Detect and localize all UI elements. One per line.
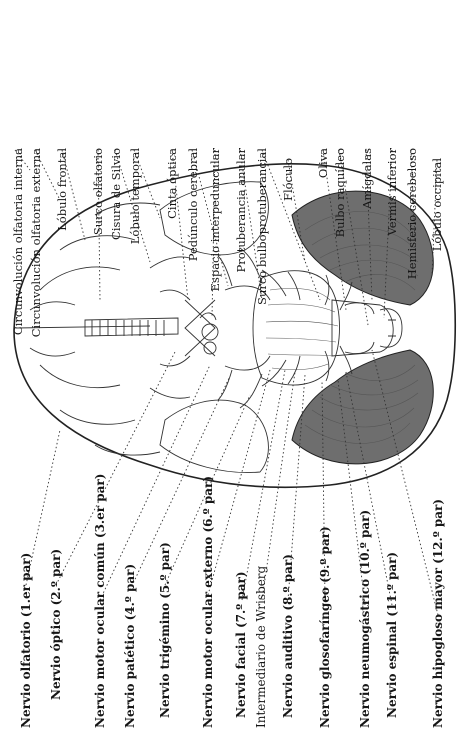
label-nervio-facial: Nervio facial (7.º par) bbox=[234, 571, 248, 718]
label-protuberancia-anular: Protuberancia anular bbox=[234, 148, 248, 273]
label-surco-bulboprotuberancial: Surco bulboprotuberancial bbox=[255, 148, 269, 305]
label-lobulo-occipital: Lóbulo occipital bbox=[430, 158, 444, 252]
label-nervio-motor-ocular-externo: Nervio motor ocular externo (6.º par) bbox=[201, 476, 215, 728]
label-bulbo-raquideo: Bulbo raquídeo bbox=[333, 148, 347, 237]
label-nervio-trigemino: Nervio trigémino (5.º par) bbox=[158, 542, 172, 718]
olives bbox=[345, 303, 374, 354]
label-oliva: Oliva bbox=[316, 148, 330, 178]
label-espacio-interpeduncular: Espacio interpeduncular bbox=[208, 148, 222, 292]
label-hemisferio-cerebeloso: Hemisferio cerebeloso bbox=[405, 148, 419, 279]
bottom-labels: Nervio olfatorio (1.er par) Nervio óptic… bbox=[19, 474, 445, 728]
label-nervio-neumogastrico: Nervio neumogástrico (10.º par) bbox=[358, 510, 372, 728]
label-nervio-glosofaringeo: Nervio glosofaríngeo (9.º par) bbox=[318, 526, 332, 728]
label-nervio-motor-ocular-comun: Nervio motor ocular común (3.er par) bbox=[93, 474, 107, 728]
label-lobulo-temporal: Lóbulo temporal bbox=[128, 148, 142, 245]
label-nervio-espinal: Nervio espinal (11.º par) bbox=[385, 552, 399, 718]
label-floculo: Flóculo bbox=[281, 158, 295, 201]
label-intermediario-de-wrisberg: Intermediario de Wrisberg bbox=[254, 565, 268, 728]
label-nervio-optico: Nervio óptico (2.º par) bbox=[49, 549, 63, 700]
label-pedunculo-cerebral: Pedúnculo cerebral bbox=[186, 148, 200, 262]
mammillary-body bbox=[202, 324, 218, 340]
label-amigdalas: Amígdalas bbox=[360, 148, 374, 210]
label-surco-olfatorio: Surco olfatorio bbox=[91, 148, 105, 235]
label-cisura-de-silvio: Cisura de Silvio bbox=[109, 148, 123, 240]
cerebellum-lower-hemisphere bbox=[292, 350, 433, 464]
optic-chiasm bbox=[185, 300, 216, 356]
label-circunvolucion-olfatoria-externa: Circunvolución olfatoria externa bbox=[29, 148, 43, 337]
label-lobulo-frontal: Lóbulo frontal bbox=[55, 148, 69, 231]
label-nervio-hipogloso-mayor: Nervio hipogloso mayor (12.º par) bbox=[431, 499, 445, 728]
label-circunvolucion-olfatoria-interna: Circunvolución olfatoria interna bbox=[11, 148, 25, 335]
label-cinta-optica: Cinta óptica bbox=[165, 148, 179, 219]
label-nervio-patetico: Nervio patético (4.º par) bbox=[123, 564, 137, 728]
label-nervio-olfatorio: Nervio olfatorio (1.er par) bbox=[19, 553, 33, 728]
label-vermis-inferior: Vermis inferior bbox=[385, 148, 399, 237]
label-nervio-auditivo: Nervio auditivo (8.º par) bbox=[281, 554, 295, 718]
